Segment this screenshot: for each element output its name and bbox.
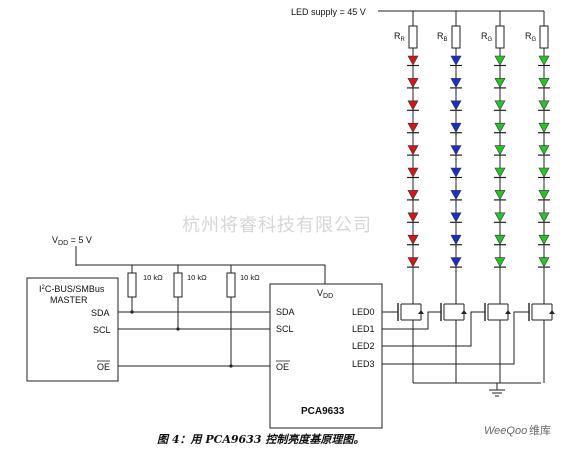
svg-text:维库: 维库 xyxy=(529,424,551,437)
led-diode xyxy=(407,234,419,245)
led-diode xyxy=(450,257,462,268)
led-string-1: RR xyxy=(394,11,419,292)
led-diode xyxy=(494,234,506,245)
led-diode xyxy=(407,55,419,66)
led-supply-label: LED supply = 45 V xyxy=(291,7,366,17)
series-resistor xyxy=(495,25,505,49)
led-diode xyxy=(407,122,419,133)
chip-pin-oe: OE xyxy=(276,362,289,372)
chip-pin-led0: LED0 xyxy=(352,307,375,317)
led-diode xyxy=(538,167,550,178)
mosfet-drivers xyxy=(393,292,555,383)
master-title: I2C-BUS/SMBus xyxy=(39,284,105,294)
watermark-text: 杭州将睿科技有限公司 xyxy=(182,215,372,236)
mosfet-1 xyxy=(393,292,424,383)
series-resistor xyxy=(408,25,418,49)
series-resistor xyxy=(539,25,549,49)
led-diode xyxy=(538,257,550,268)
led-diode xyxy=(494,100,506,111)
led-diode xyxy=(494,55,506,66)
led2-line xyxy=(382,311,481,347)
resistor-label: RR xyxy=(394,31,406,43)
led-diode xyxy=(494,257,506,268)
led-string-2: RB xyxy=(437,11,462,292)
master-pin-sda: SDA xyxy=(91,308,110,318)
chip-vdd-label: VDD xyxy=(317,288,333,300)
master-subtitle: MASTER xyxy=(50,295,88,305)
led-diode xyxy=(494,167,506,178)
led-diode xyxy=(450,100,462,111)
led-diode xyxy=(494,145,506,156)
resistor-label: RB xyxy=(437,31,448,43)
led-diode xyxy=(407,100,419,111)
chip-pin-scl: SCL xyxy=(276,324,294,334)
led-diode xyxy=(538,55,550,66)
pullup-scl-label: 10 kΩ xyxy=(187,273,207,282)
pca9633-chip xyxy=(269,283,383,429)
led1-line xyxy=(382,311,437,330)
led-diode xyxy=(538,78,550,89)
pullup-oe-resistor xyxy=(226,272,236,298)
led-diode xyxy=(538,122,550,133)
vdd-supply-label: VDD = 5 V xyxy=(52,235,92,247)
chip-name: PCA9633 xyxy=(301,406,345,417)
led-strings: RR RB RG RG xyxy=(394,11,550,292)
master-pin-oe: OE xyxy=(97,362,110,372)
svg-text:WeeQoo: WeeQoo xyxy=(484,425,527,437)
led3-line xyxy=(382,311,524,365)
led-string-4: RG xyxy=(525,11,550,292)
pullup-sda-resistor xyxy=(127,272,137,298)
led-diode xyxy=(450,78,462,89)
chip-pin-sda: SDA xyxy=(276,307,295,317)
mosfet-3 xyxy=(480,292,511,383)
led-diode xyxy=(407,190,419,201)
led-diode xyxy=(538,234,550,245)
master-block xyxy=(26,277,119,382)
chip-pin-led1: LED1 xyxy=(352,324,375,334)
led-diode xyxy=(407,167,419,178)
pullup-oe-label: 10 kΩ xyxy=(240,273,260,282)
pullup-scl-resistor xyxy=(173,272,183,298)
led-diode xyxy=(494,212,506,223)
led-diode xyxy=(538,100,550,111)
vdd-rail xyxy=(75,262,326,284)
pullup-resistors: 10 kΩ 10 kΩ 10 kΩ xyxy=(127,265,260,368)
resistor-label: RG xyxy=(525,31,537,43)
led-diode xyxy=(450,167,462,178)
led-diode xyxy=(450,190,462,201)
led-string-3: RG xyxy=(481,11,506,292)
chip-pin-led3: LED3 xyxy=(352,359,375,369)
led-diode xyxy=(538,190,550,201)
mosfet-2 xyxy=(436,292,467,383)
led-diode xyxy=(407,145,419,156)
led-diode xyxy=(450,55,462,66)
chip-pin-led2: LED2 xyxy=(352,341,375,351)
site-logo: WeeQoo 维库 xyxy=(484,424,551,437)
mosfet-4 xyxy=(524,292,555,383)
led-diode xyxy=(450,145,462,156)
led-diode xyxy=(538,212,550,223)
led-diode xyxy=(450,234,462,245)
led-diode xyxy=(450,122,462,133)
led-diode xyxy=(538,145,550,156)
led-diode xyxy=(450,212,462,223)
led-diode xyxy=(494,190,506,201)
resistor-label: RG xyxy=(481,31,493,43)
led-diode xyxy=(494,78,506,89)
led-diode xyxy=(407,257,419,268)
led-diode xyxy=(407,212,419,223)
series-resistor xyxy=(451,25,461,49)
figure-caption: 图 4：用 PCA9633 控制亮度基原理图。 xyxy=(157,433,364,446)
led-diode xyxy=(494,122,506,133)
pullup-sda-label: 10 kΩ xyxy=(143,273,163,282)
led-diode xyxy=(407,78,419,89)
ground-symbol xyxy=(489,383,505,397)
master-pin-scl: SCL xyxy=(93,325,111,335)
